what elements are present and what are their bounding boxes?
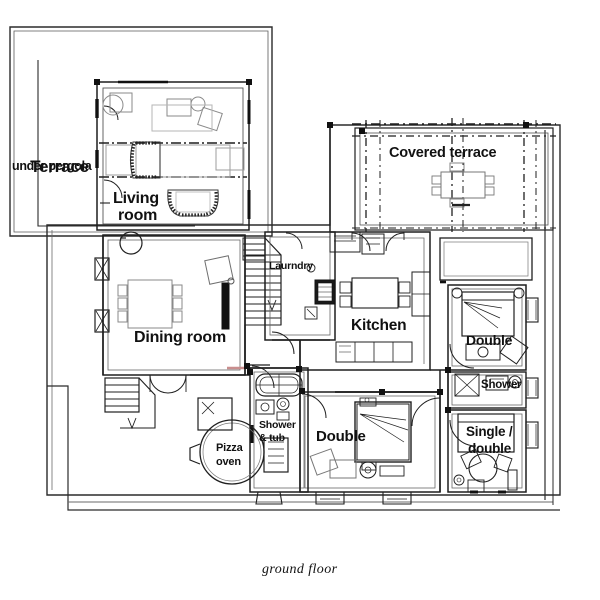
living-room-furniture [102,92,245,217]
room-label-covered-terrace: Covered terrace [389,145,497,161]
room-label-pizza-oven-line2: oven [216,456,241,468]
room-label-single-double-line2: double [468,441,512,456]
terrace-subtitle: under pergola [12,159,92,173]
room-label-living-room-line2: room [118,207,158,224]
room-label-terrace: Terrace [12,140,89,194]
room-label-kitchen: Kitchen [351,317,407,334]
room-label-shower-tub-line2: & tub [259,432,285,444]
room-label-shower-right: Shower [481,379,522,391]
room-label-single-double-line1: Single / [466,424,513,439]
room-label-living-room-line1: Living [113,190,159,207]
pizza-oven [189,397,265,485]
bedroom-single-double [447,409,539,494]
room-label-double-bottom: Double [316,428,366,445]
laundry-room [264,231,336,355]
room-label-shower-tub-line1: Shower [259,419,296,431]
room-label-double-right-upper: Double [466,332,513,348]
interior-partition-walls [102,125,449,492]
dining-room-furniture [117,255,235,330]
wall-door-markers [94,79,529,413]
room-label-pizza-oven-line1: Pizza [216,442,243,454]
covered-terrace-structure [352,118,556,232]
bathroom-shower-tub [249,367,309,505]
room-label-dining-room: Dining room [134,329,227,346]
bedroom-double-right-upper [439,237,539,371]
terrace-title: Terrace [30,156,89,176]
room-label-laundry: Laurndry [269,260,313,272]
living-room-walls [95,80,251,231]
plan-caption: ground floor [262,562,338,577]
bathroom-shower-right [447,371,539,409]
